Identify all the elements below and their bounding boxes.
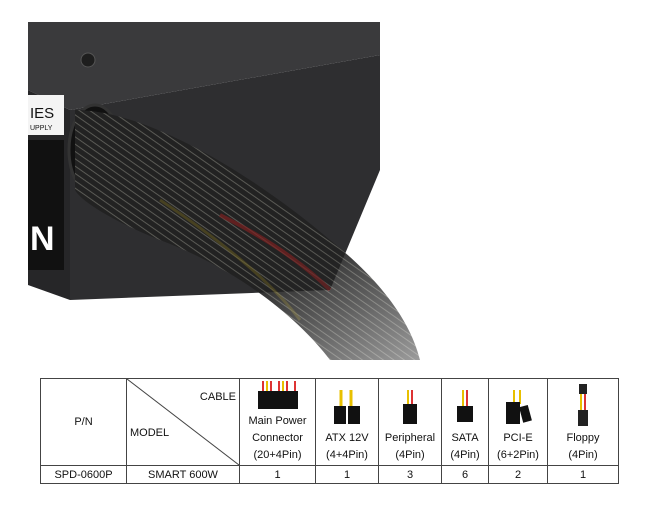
header-cable-model: CABLE MODEL	[126, 378, 240, 466]
header-peripheral: Peripheral(4Pin)	[378, 378, 442, 466]
cell-atx12v-count: 1	[315, 465, 379, 484]
cell-model: SMART 600W	[126, 465, 240, 484]
header-pcie: PCI-E(6+2Pin)	[488, 378, 548, 466]
cell-peripheral-count: 3	[378, 465, 442, 484]
label-subtext: UPPLY	[30, 125, 53, 132]
pcie-connector-icon	[506, 390, 532, 424]
sata-connector-icon	[457, 390, 473, 422]
label-text: IES	[30, 105, 54, 122]
header-sata: SATA(4Pin)	[441, 378, 489, 466]
cell-pcie-count: 2	[488, 465, 548, 484]
header-floppy: Floppy(4Pin)	[547, 378, 619, 466]
header-cable: CABLE	[199, 391, 236, 403]
header-pn: P/N	[40, 378, 127, 466]
cell-pn: SPD-0600P	[40, 465, 127, 484]
eps-8pin-connector-icon	[334, 390, 360, 424]
molex-connector-icon	[403, 390, 417, 424]
psu-product-photo: IES UPPLY N	[28, 22, 420, 360]
svg-text:N: N	[30, 220, 55, 258]
cell-sata-count: 6	[441, 465, 489, 484]
atx-24pin-connector-icon	[257, 381, 298, 409]
cell-main-power-count: 1	[239, 465, 316, 484]
cell-floppy-count: 1	[547, 465, 619, 484]
header-atx12v: ATX 12V(4+4Pin)	[315, 378, 379, 466]
floppy-connector-icon	[578, 384, 588, 426]
header-model: MODEL	[130, 427, 170, 439]
table-row: SPD-0600P SMART 600W 1 1 3 6 2 1	[40, 465, 619, 484]
diagonal-divider	[127, 379, 239, 465]
